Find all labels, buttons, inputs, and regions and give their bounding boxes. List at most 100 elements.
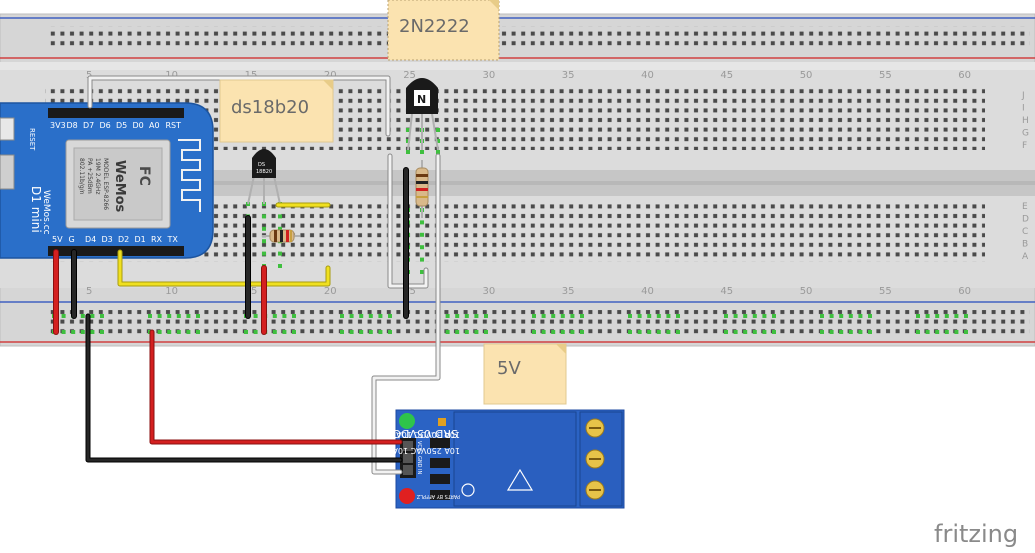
reset-button[interactable]: [0, 117, 15, 141]
connected-hole: [167, 330, 172, 334]
column-number: 55: [879, 70, 892, 81]
connected-hole: [935, 314, 940, 318]
connected-hole: [436, 150, 440, 154]
sensor-label-2: 18B20: [256, 169, 272, 175]
connected-hole: [647, 330, 652, 334]
row-letter: J: [1021, 91, 1025, 101]
relay-rating-1: 10A 30VDC 10A 28VDC: [366, 430, 460, 439]
row-letter: E: [1022, 202, 1028, 212]
connected-hole: [532, 314, 536, 318]
connected-hole: [944, 314, 949, 318]
connected-hole: [848, 314, 853, 318]
connected-hole: [628, 330, 632, 334]
connected-hole: [349, 314, 354, 318]
wire-white-d7: [88, 76, 390, 136]
relay-rating-2: 10A 250VAC 10A 125VAC: [358, 446, 460, 455]
wemos-pin-label: TX: [167, 235, 179, 244]
connected-hole: [858, 330, 863, 334]
connected-hole: [272, 330, 277, 334]
connected-hole: [436, 139, 440, 143]
connected-hole: [455, 330, 460, 334]
relay-led-green: [399, 413, 415, 429]
wemos-header-top: [48, 108, 184, 118]
connected-hole: [262, 214, 266, 219]
usb-port: [0, 154, 15, 190]
shield-line-1: 19M 2.4GHz: [94, 158, 101, 195]
connected-hole: [733, 330, 738, 334]
row-letter: D: [1022, 215, 1029, 225]
column-number: 5: [86, 286, 92, 297]
connected-hole: [916, 330, 920, 334]
connected-hole: [954, 314, 959, 318]
connected-hole: [420, 270, 424, 274]
connected-hole: [752, 314, 757, 318]
connected-hole: [551, 330, 556, 334]
warning-icon: [506, 468, 534, 491]
wemos-pin-label: A0: [149, 121, 160, 130]
connected-hole: [743, 314, 748, 318]
connected-hole: [253, 314, 258, 318]
connected-hole: [868, 330, 872, 334]
connected-hole: [570, 314, 575, 318]
wemos-pin-label: RST: [166, 121, 182, 130]
connected-hole: [61, 330, 66, 334]
wires: [53, 75, 441, 475]
connected-hole: [262, 251, 266, 256]
connected-hole: [551, 314, 556, 318]
connected-hole: [628, 314, 632, 318]
connected-hole: [772, 330, 776, 334]
connected-hole: [167, 314, 172, 318]
connected-hole: [292, 314, 296, 318]
connected-hole: [820, 314, 824, 318]
wemos-pin-label: D5: [116, 121, 127, 130]
connected-hole: [964, 314, 968, 318]
wemos-pin-label: RX: [151, 235, 163, 244]
connected-hole: [340, 314, 344, 318]
connected-hole: [196, 314, 200, 318]
column-number: 5: [86, 70, 92, 81]
connected-hole: [278, 226, 282, 231]
connected-hole: [637, 314, 642, 318]
fritzing-watermark: fritzing: [934, 520, 1018, 548]
wemos-pin-label: D1: [135, 235, 146, 244]
connected-hole: [61, 314, 66, 318]
column-number: 50: [800, 70, 813, 81]
connected-hole: [532, 330, 536, 334]
column-number: 25: [403, 286, 416, 297]
column-number: 30: [483, 70, 496, 81]
connected-hole: [464, 314, 469, 318]
connected-hole: [647, 314, 652, 318]
connected-hole: [743, 330, 748, 334]
connected-hole: [368, 330, 373, 334]
column-number: 30: [483, 286, 496, 297]
wemos-pin-label: D3: [102, 235, 113, 244]
column-number: 25: [403, 70, 416, 81]
connected-hole: [176, 314, 181, 318]
connected-hole: [935, 330, 940, 334]
connected-hole: [388, 330, 392, 334]
connected-hole: [359, 330, 364, 334]
connected-hole: [100, 314, 104, 318]
note-transistor-text: 2N2222: [399, 16, 470, 37]
relay-pin-in: IN: [416, 469, 422, 474]
brand-url: WeMos.cc: [41, 190, 51, 235]
connected-hole: [244, 330, 248, 334]
connected-hole: [388, 314, 392, 318]
esp-shield-inner: [73, 147, 163, 221]
connected-hole: [839, 330, 844, 334]
shield-fc-mark: FC: [136, 166, 152, 186]
column-number: 35: [562, 286, 575, 297]
connected-hole: [406, 150, 410, 154]
connected-hole: [944, 330, 949, 334]
connected-hole: [666, 330, 671, 334]
connected-hole: [733, 314, 738, 318]
connected-hole: [420, 220, 424, 225]
connected-hole: [378, 330, 383, 334]
connected-hole: [724, 330, 728, 334]
shield-line-2: PA +25dBm: [86, 158, 93, 194]
connected-hole: [262, 226, 266, 231]
connected-hole: [964, 330, 968, 334]
connected-hole: [676, 314, 680, 318]
connected-hole: [666, 314, 671, 318]
